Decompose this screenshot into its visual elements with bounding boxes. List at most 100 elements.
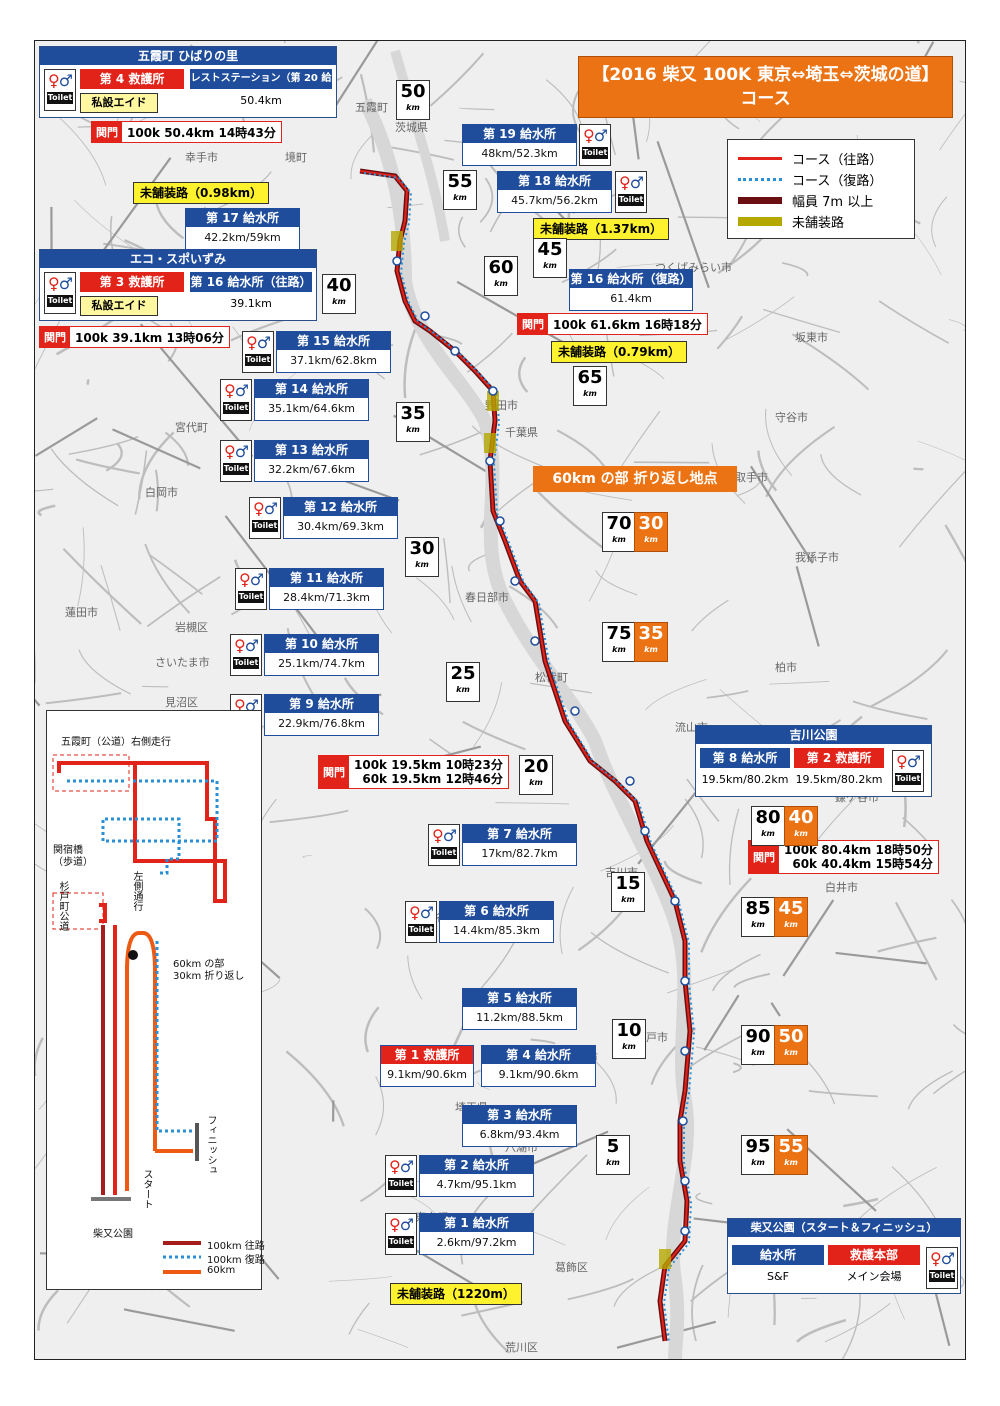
road (959, 80, 965, 83)
road (706, 690, 749, 699)
road (466, 332, 513, 373)
road (429, 52, 485, 107)
road (781, 262, 809, 277)
road (950, 899, 965, 925)
goka-title: 五霞町 ひばりの里 (40, 47, 336, 65)
toilet-icon: ♀♂Toilet (235, 568, 267, 610)
road (843, 1197, 879, 1208)
place-label: 見沼区 (165, 695, 198, 709)
course-outbound (359, 170, 692, 1342)
inset-hodo: （歩道） (53, 857, 93, 868)
water-station-km: 48km/52.3km (481, 147, 558, 160)
legend-swatch (738, 156, 782, 160)
water-station-km: 35.1km/64.6km (268, 402, 355, 415)
toilet-icon: ♀♂Toilet (220, 379, 252, 421)
road (458, 216, 466, 248)
toilet-icon: ♀♂Toilet (892, 750, 924, 792)
place-label: 守谷市 (775, 410, 808, 424)
shibamata-ws-val: S&F (767, 1270, 789, 1283)
water-station-label: 第 9 給水所 (265, 695, 378, 713)
inset-leg2: 100km 復路 (207, 1255, 265, 1266)
road (364, 907, 382, 950)
water-station-label: 第 17 給水所 (186, 209, 299, 227)
goka-rest: レストステーション（第 20 給水所） (190, 69, 332, 104)
place-label: 白井市 (825, 880, 858, 894)
road (146, 576, 221, 628)
water-station-km: 9.1km/90.6km (498, 1068, 579, 1081)
station-dot (640, 826, 650, 836)
main-road (795, 566, 820, 647)
station-dot (625, 776, 635, 786)
main-road (750, 465, 814, 564)
road (154, 469, 160, 512)
road (75, 458, 140, 475)
road (357, 1328, 408, 1348)
road (733, 972, 771, 989)
water-station-label: 第 2 給水所 (420, 1156, 533, 1174)
toilet-icon: ♀♂Toilet (44, 69, 76, 111)
road (605, 1186, 650, 1241)
road (590, 931, 670, 974)
main-road (656, 141, 710, 289)
road (948, 319, 965, 332)
inset-finish: フィニッシュ (205, 1115, 216, 1175)
road (68, 435, 139, 455)
station-dot (485, 456, 495, 466)
inset-goka-right: 五霞町（公道）右側走行 (61, 737, 171, 748)
station-dot (420, 311, 430, 321)
water-station-label: 第 12 給水所 (284, 498, 397, 516)
road (667, 968, 734, 994)
title-line2: コース (740, 89, 791, 109)
water-station-km: 42.2km/59km (204, 231, 281, 244)
water-station-km: 32.2km/67.6km (268, 463, 355, 476)
river (390, 49, 450, 242)
toilet-icon: ♀♂Toilet (220, 440, 252, 482)
water-station-label: 第 10 給水所 (265, 635, 378, 653)
place-label: 柏市 (775, 660, 797, 674)
station-dot (680, 976, 690, 986)
road (907, 1070, 954, 1110)
legend-label: 未舗装路 (792, 215, 845, 231)
station-dot (495, 516, 505, 526)
road (684, 798, 704, 859)
water-station-3: 第 16 給水所（復路）61.4km (569, 269, 693, 311)
start-finish-inset: 五霞町（公道）右側走行 関宿橋 （歩道） 杉戸町公道 左側通行 60km の部 … (46, 710, 265, 1290)
road (364, 1006, 380, 1053)
station-dot (530, 636, 540, 646)
road (518, 356, 529, 393)
yoshikawa-ws-km: 19.5km/80.2km (701, 773, 789, 786)
road (535, 489, 604, 549)
yoshikawa-title: 吉川公園 (696, 726, 931, 744)
water-station-km: 17km/82.7km (481, 847, 558, 860)
road (856, 1166, 937, 1222)
road (407, 955, 423, 1000)
road (686, 778, 720, 822)
water-station-km: 37.1km/62.8km (290, 354, 377, 367)
shibamata-title: 柴又公園（スタート＆フィニッシュ） (728, 1219, 960, 1237)
road (824, 1302, 891, 1343)
toilet-icon: ♀♂Toilet (428, 824, 460, 866)
road (479, 177, 494, 223)
first-aid-1-km: 9.1km/90.6km (387, 1068, 467, 1081)
legend-return: コース（復路） (738, 169, 882, 189)
place-label: 幸手市 (185, 150, 218, 164)
road (443, 538, 451, 604)
water-station-km: 11.2km/88.5km (476, 1011, 563, 1024)
road (852, 700, 928, 720)
unpaved-segment (391, 231, 403, 251)
road (732, 1062, 742, 1074)
inset-start: スタート (141, 1169, 152, 1209)
road (37, 504, 56, 517)
road (100, 564, 121, 631)
road (728, 808, 740, 885)
